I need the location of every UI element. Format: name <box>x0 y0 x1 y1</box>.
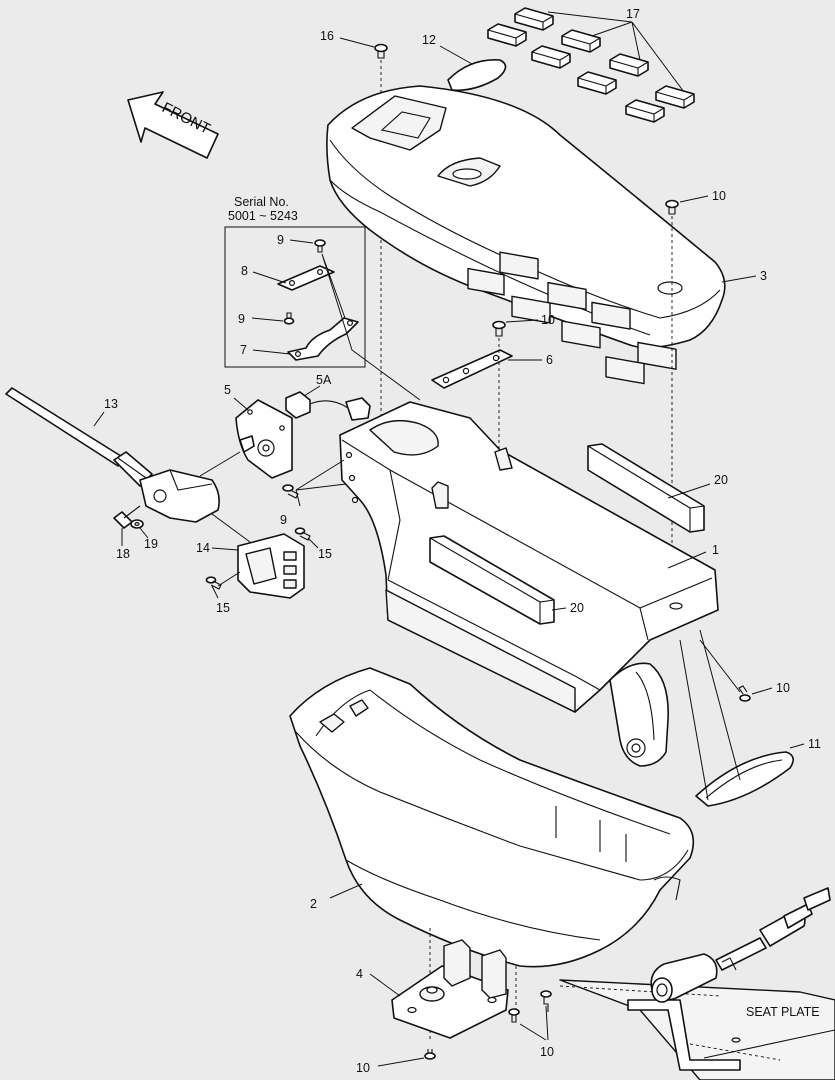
callout-7: 7 <box>240 343 247 357</box>
screw-part-16: 16 <box>320 29 388 490</box>
callout-8: 8 <box>241 264 248 278</box>
front-direction-arrow: FRONT <box>127 91 219 159</box>
serial-number-inset: Serial No. 5001 ~ 5243 9 8 9 7 <box>224 195 421 401</box>
switch-caps-part-17: 17 <box>487 7 695 123</box>
harness-part-5A: 5A <box>285 373 371 421</box>
serial-box-line2: 5001 ~ 5243 <box>228 209 298 223</box>
lower-tub-part-2: 2 <box>289 667 695 1040</box>
callout-9-box-bottom: 9 <box>238 312 245 326</box>
callout-12: 12 <box>422 33 436 47</box>
callout-10-right: 10 <box>776 681 790 695</box>
callout-5A: 5A <box>316 373 332 387</box>
washer-part-19: 19 <box>130 519 158 551</box>
screw-part-15-right: 15 <box>294 527 332 561</box>
callout-4: 4 <box>356 967 363 981</box>
callout-17: 17 <box>626 7 640 21</box>
screw-part-15-left: 15 <box>205 571 241 615</box>
callout-16: 16 <box>320 29 334 43</box>
bracket-part-6: 10 6 <box>431 313 555 450</box>
hinge-bracket <box>609 662 669 767</box>
seat-plate-label: SEAT PLATE <box>746 1005 820 1019</box>
screw-part-9-main: 9 <box>280 459 347 527</box>
screw-part-10-bottom-left: 10 <box>356 1049 436 1075</box>
callout-14: 14 <box>196 541 210 555</box>
callout-9-main: 9 <box>280 513 287 527</box>
callout-15-left: 15 <box>216 601 230 615</box>
gasket-part-11: 11 <box>679 629 821 807</box>
callout-13: 13 <box>104 397 118 411</box>
screws-part-10-bottom-right: 10 <box>508 990 554 1059</box>
callout-10-bottom-left: 10 <box>356 1061 370 1075</box>
callout-20-right: 20 <box>714 473 728 487</box>
switch-panel-part-14: 14 <box>196 533 305 599</box>
seat-plate: SEAT PLATE <box>559 979 835 1080</box>
callout-10-bracket: 10 <box>541 313 555 327</box>
screw-part-10-right: 10 <box>699 639 790 702</box>
callout-6: 6 <box>546 353 553 367</box>
callout-20-left: 20 <box>570 601 584 615</box>
callout-3: 3 <box>760 269 767 283</box>
console-top-cover-part-3: 3 <box>326 85 767 385</box>
switch-slots <box>467 251 677 385</box>
gas-spring <box>650 887 831 1003</box>
callout-15-right: 15 <box>318 547 332 561</box>
bolt-part-18: 18 <box>113 505 141 561</box>
armrest-block <box>139 451 251 543</box>
armrest-rod-part-13: 13 <box>5 387 153 487</box>
base-bracket-part-4: 4 <box>356 939 509 1039</box>
callout-1: 1 <box>712 543 719 557</box>
module-part-5: 5 <box>224 383 293 479</box>
pad-part-20-right: 20 <box>587 443 728 533</box>
oval-cap-part-12: 12 <box>422 33 507 92</box>
callout-10-bottom-right: 10 <box>540 1045 554 1059</box>
callout-10-top: 10 <box>712 189 726 203</box>
callout-9-box-top: 9 <box>277 233 284 247</box>
console-frame-part-1: 1 <box>339 401 719 713</box>
callout-11: 11 <box>808 737 821 751</box>
callout-18: 18 <box>116 547 130 561</box>
pad-part-20-left: 20 <box>429 535 584 625</box>
callout-2: 2 <box>310 897 317 911</box>
callout-19: 19 <box>144 537 158 551</box>
screw-part-10-top: 10 <box>665 189 726 600</box>
serial-box-line1: Serial No. <box>234 195 289 209</box>
callout-5: 5 <box>224 383 231 397</box>
